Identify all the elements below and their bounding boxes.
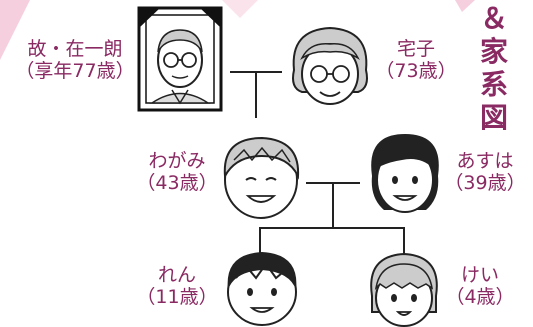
- mother-label: あすは （39歳）: [440, 150, 530, 194]
- mother-age: （39歳）: [444, 172, 526, 194]
- mourning-ribbon-left-icon: [139, 8, 160, 28]
- father-age: （43歳）: [136, 172, 218, 194]
- daughter-name: けい: [460, 264, 499, 286]
- daughter-label: けい （4歳）: [440, 264, 520, 308]
- title-char: 図: [479, 101, 508, 134]
- pink-corner-decoration-right: [455, 0, 475, 12]
- daughter-age: （4歳）: [445, 286, 515, 308]
- grandfather-name: 故・在一朗: [27, 38, 123, 60]
- grandmother-label: 宅子 （73歳）: [372, 38, 460, 82]
- grandmother-name: 宅子: [396, 38, 435, 60]
- page-title: ＆ 家 系 図: [478, 2, 510, 134]
- pink-corner-decoration-top: [222, 0, 258, 18]
- son-label: れん （11歳）: [132, 264, 222, 308]
- mourning-ribbon-right-icon: [200, 8, 221, 28]
- grandmother-age: （73歳）: [375, 60, 457, 82]
- father-label: わがみ （43歳）: [132, 150, 222, 194]
- title-char: 家: [479, 35, 508, 68]
- family-tree-lines: [230, 71, 405, 254]
- daughter-portrait: [370, 252, 438, 327]
- mother-portrait: [371, 134, 439, 213]
- grandfather-label: 故・在一朗 （享年77歳）: [14, 38, 136, 82]
- title-char: 系: [479, 68, 508, 101]
- mother-name: あすは: [456, 150, 514, 172]
- title-char: ＆: [479, 2, 508, 35]
- grandfather-age: （享年77歳）: [15, 60, 135, 82]
- father-portrait: [223, 136, 300, 219]
- son-portrait: [227, 252, 297, 326]
- pink-corner-decoration-left: [0, 0, 30, 60]
- son-age: （11歳）: [136, 286, 218, 308]
- father-name: わがみ: [148, 150, 206, 172]
- grandfather-portrait: [137, 6, 223, 112]
- son-name: れん: [157, 264, 196, 286]
- grandmother-portrait: [292, 26, 368, 105]
